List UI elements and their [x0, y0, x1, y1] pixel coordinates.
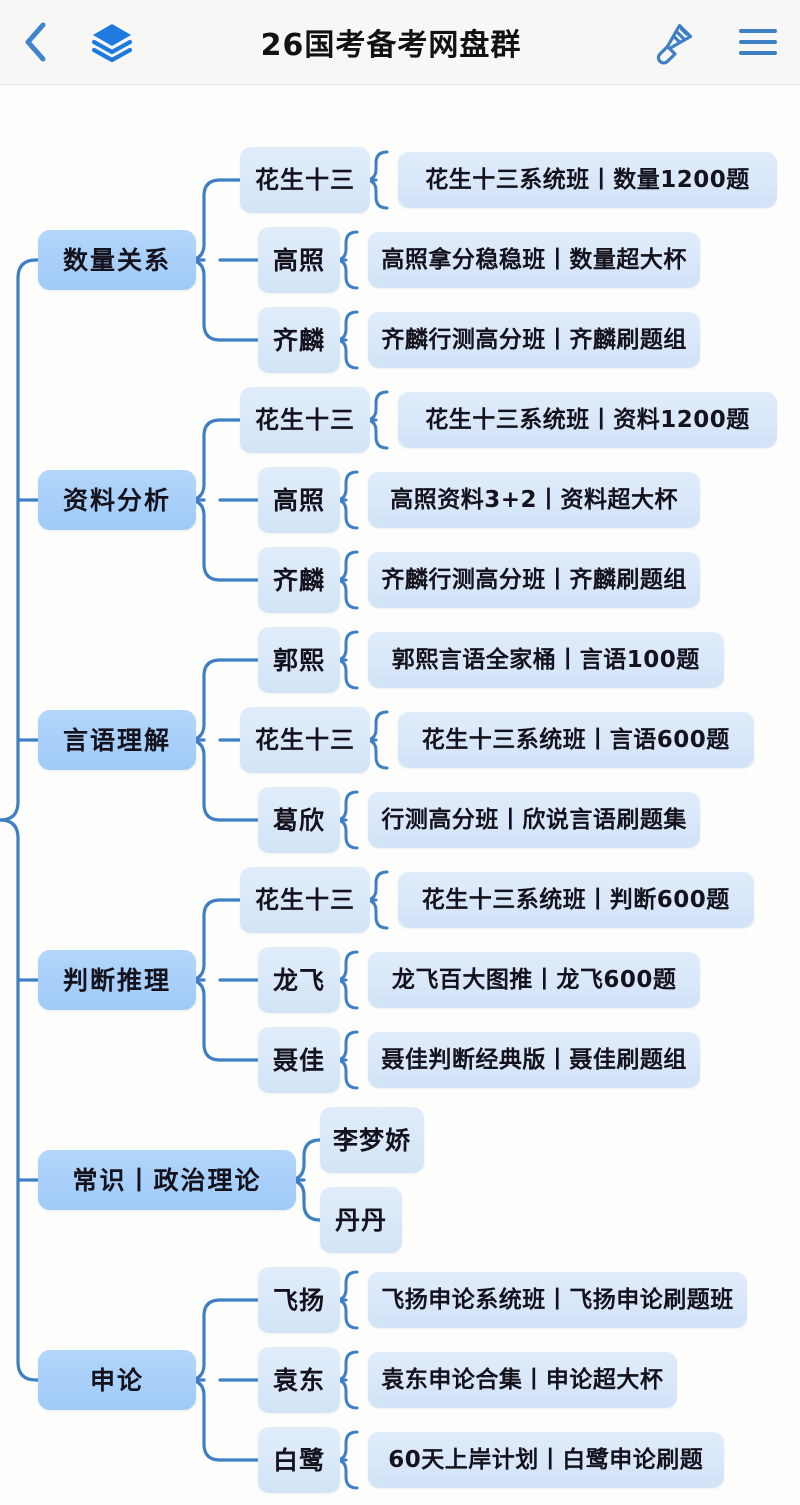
course-1-3-label: 齐麟行测高分班丨齐麟刷题组	[381, 326, 687, 353]
teacher-4-3-label: 聂佳	[272, 1045, 325, 1075]
menu-button[interactable]	[716, 29, 800, 55]
course-1-3[interactable]: 齐麟行测高分班丨齐麟刷题组	[368, 312, 701, 368]
teacher-2-2-label: 高照	[272, 485, 325, 515]
teacher-5-1-label: 李梦娇	[332, 1125, 411, 1155]
branch-title-6[interactable]: 申论	[38, 1350, 196, 1410]
teacher-3-1-label: 郭熙	[272, 645, 325, 675]
teacher-3-3-label: 葛欣	[272, 805, 325, 835]
teacher-2-1-label: 花生十三	[255, 406, 355, 434]
mindmap-canvas: 数量关系花生十三花生十三系统班丨数量1200题高照高照拿分稳稳班丨数量超大杯齐麟…	[0, 85, 800, 1505]
course-6-3-label: 60天上岸计划丨白鹭申论刷题	[388, 1446, 704, 1473]
course-4-2[interactable]: 龙飞百大图推丨龙飞600题	[368, 952, 701, 1008]
teacher-1-3[interactable]: 齐麟	[258, 307, 340, 373]
back-button[interactable]	[0, 20, 72, 64]
teacher-4-1[interactable]: 花生十三	[240, 867, 370, 933]
course-2-2-label: 高照资料3+2丨资料超大杯	[390, 486, 678, 513]
teacher-5-2-label: 丹丹	[334, 1205, 387, 1235]
app-header: 26国考备考网盘群	[0, 0, 800, 85]
course-1-1-label: 花生十三系统班丨数量1200题	[425, 166, 750, 193]
course-2-1[interactable]: 花生十三系统班丨资料1200题	[398, 392, 777, 448]
course-1-2-label: 高照拿分稳稳班丨数量超大杯	[381, 246, 687, 273]
branch-title-2-label: 资料分析	[62, 485, 171, 515]
course-4-3-label: 聂佳判断经典版丨聂佳刷题组	[381, 1046, 687, 1073]
teacher-3-2[interactable]: 花生十三	[240, 707, 370, 773]
teacher-6-3[interactable]: 白鹭	[258, 1427, 340, 1493]
teacher-6-1[interactable]: 飞扬	[258, 1267, 340, 1333]
branch-title-1[interactable]: 数量关系	[38, 230, 196, 290]
course-6-3[interactable]: 60天上岸计划丨白鹭申论刷题	[368, 1432, 724, 1488]
teacher-4-2-label: 龙飞	[272, 965, 325, 995]
branch-title-4-label: 判断推理	[62, 965, 171, 995]
branch-title-3-label: 言语理解	[62, 725, 171, 755]
layers-icon	[91, 24, 133, 63]
teacher-1-2[interactable]: 高照	[258, 227, 340, 293]
branch-title-1-label: 数量关系	[62, 245, 171, 275]
page-title: 26国考备考网盘群	[260, 28, 522, 63]
course-6-2-label: 袁东申论合集丨申论超大杯	[381, 1366, 664, 1393]
teacher-1-1-label: 花生十三	[255, 166, 355, 194]
course-4-1[interactable]: 花生十三系统班丨判断600题	[398, 872, 754, 928]
teacher-3-2-label: 花生十三	[255, 726, 355, 754]
course-6-2[interactable]: 袁东申论合集丨申论超大杯	[368, 1352, 677, 1408]
teacher-4-2[interactable]: 龙飞	[258, 947, 340, 1013]
course-4-3[interactable]: 聂佳判断经典版丨聂佳刷题组	[368, 1032, 701, 1088]
teacher-2-2[interactable]: 高照	[258, 467, 340, 533]
course-6-1-label: 飞扬申论系统班丨飞扬申论刷题班	[381, 1286, 734, 1313]
course-1-2[interactable]: 高照拿分稳稳班丨数量超大杯	[368, 232, 701, 288]
teacher-3-1[interactable]: 郭熙	[258, 627, 340, 693]
teacher-4-3[interactable]: 聂佳	[258, 1027, 340, 1093]
brush-button[interactable]	[630, 19, 716, 65]
teacher-6-2[interactable]: 袁东	[258, 1347, 340, 1413]
chevron-left-icon	[25, 22, 46, 62]
branch-title-5[interactable]: 常识丨政治理论	[38, 1150, 296, 1210]
layers-button[interactable]	[72, 19, 152, 65]
teacher-1-2-label: 高照	[272, 245, 325, 275]
teacher-6-1-label: 飞扬	[272, 1285, 325, 1315]
course-3-3[interactable]: 行测高分班丨欣说言语刷题集	[368, 792, 701, 848]
branch-title-5-label: 常识丨政治理论	[72, 1165, 262, 1195]
teacher-6-2-label: 袁东	[272, 1365, 325, 1395]
course-3-2[interactable]: 花生十三系统班丨言语600题	[398, 712, 754, 768]
teacher-2-1[interactable]: 花生十三	[240, 387, 370, 453]
course-2-1-label: 花生十三系统班丨资料1200题	[425, 406, 750, 433]
course-4-1-label: 花生十三系统班丨判断600题	[421, 886, 730, 913]
course-2-2[interactable]: 高照资料3+2丨资料超大杯	[368, 472, 701, 528]
teacher-1-1[interactable]: 花生十三	[240, 147, 370, 213]
course-3-2-label: 花生十三系统班丨言语600题	[421, 726, 730, 753]
course-1-1[interactable]: 花生十三系统班丨数量1200题	[398, 152, 777, 208]
branch-title-6-label: 申论	[89, 1365, 144, 1395]
hamburger-menu-icon	[739, 29, 777, 55]
branch-title-3[interactable]: 言语理解	[38, 710, 196, 770]
branch-title-4[interactable]: 判断推理	[38, 950, 196, 1010]
teacher-2-3-label: 齐麟	[272, 565, 325, 595]
teacher-5-2[interactable]: 丹丹	[320, 1187, 402, 1253]
branch-title-2[interactable]: 资料分析	[38, 470, 196, 530]
course-3-1[interactable]: 郭熙言语全家桶丨言语100题	[368, 632, 724, 688]
teacher-5-1[interactable]: 李梦娇	[320, 1107, 424, 1173]
teacher-1-3-label: 齐麟	[272, 325, 325, 355]
course-6-1[interactable]: 飞扬申论系统班丨飞扬申论刷题班	[368, 1272, 747, 1328]
course-4-2-label: 龙飞百大图推丨龙飞600题	[391, 966, 677, 993]
course-2-3-label: 齐麟行测高分班丨齐麟刷题组	[381, 566, 687, 593]
course-3-1-label: 郭熙言语全家桶丨言语100题	[391, 646, 700, 673]
teacher-4-1-label: 花生十三	[255, 886, 355, 914]
teacher-3-3[interactable]: 葛欣	[258, 787, 340, 853]
course-2-3[interactable]: 齐麟行测高分班丨齐麟刷题组	[368, 552, 701, 608]
brush-icon	[656, 23, 693, 65]
teacher-2-3[interactable]: 齐麟	[258, 547, 340, 613]
teacher-6-3-label: 白鹭	[272, 1445, 325, 1475]
course-3-3-label: 行测高分班丨欣说言语刷题集	[381, 806, 687, 833]
